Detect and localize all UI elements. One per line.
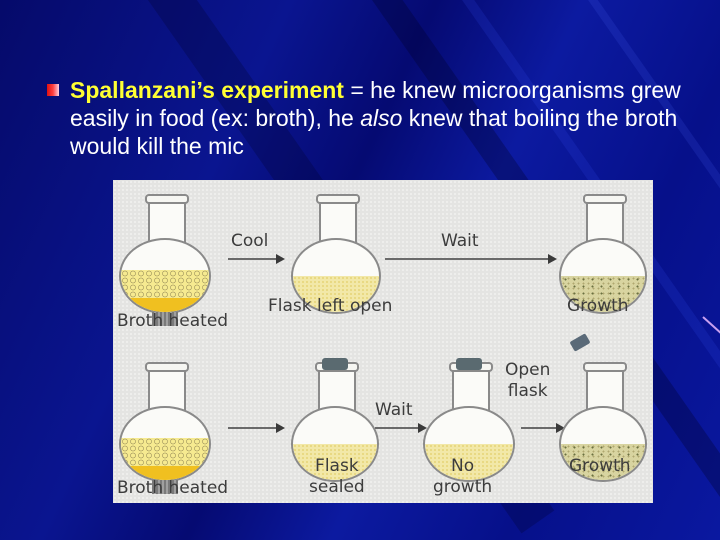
italic-word: also [360,105,403,131]
experiment-diagram: Broth heated Cool Flask left open Wait G… [113,180,653,503]
arrow-icon [228,254,285,264]
flask-growth-row1 [559,194,647,318]
label-broth-heated: Broth heated [117,311,229,331]
flask-heated-row1 [119,194,211,328]
label-growth: Growth [567,296,629,316]
flask-open [291,194,381,318]
bullet-text: Spallanzani’s experiment = he knew micro… [70,77,681,159]
arrow-icon [228,423,285,433]
square-bullet-icon [47,84,59,96]
flask-heated-row2 [119,362,211,496]
label-cool: Cool [231,231,269,251]
stopper-icon [456,358,482,370]
label-growth: Growth [569,456,631,476]
arrow-icon [385,254,557,264]
burner-icon [152,480,178,494]
flask-no-growth [423,358,515,486]
bullet-point: Spallanzani’s experiment = he knew micro… [43,76,683,160]
highlighted-term: Spallanzani’s experiment [70,77,344,103]
label-wait: Wait [375,400,413,420]
arrow-icon [375,423,427,433]
decorative-line [702,316,720,336]
arrow-icon [521,423,565,433]
flask-growth-row2 [559,362,647,486]
burner-icon [152,312,178,326]
label-broth-heated: Broth heated [117,478,229,498]
removed-stopper-icon [569,333,591,352]
flask-sealed [291,358,379,486]
label-wait: Wait [441,231,479,251]
stopper-icon [322,358,348,370]
label-flask-left-open: Flask left open [268,296,393,316]
